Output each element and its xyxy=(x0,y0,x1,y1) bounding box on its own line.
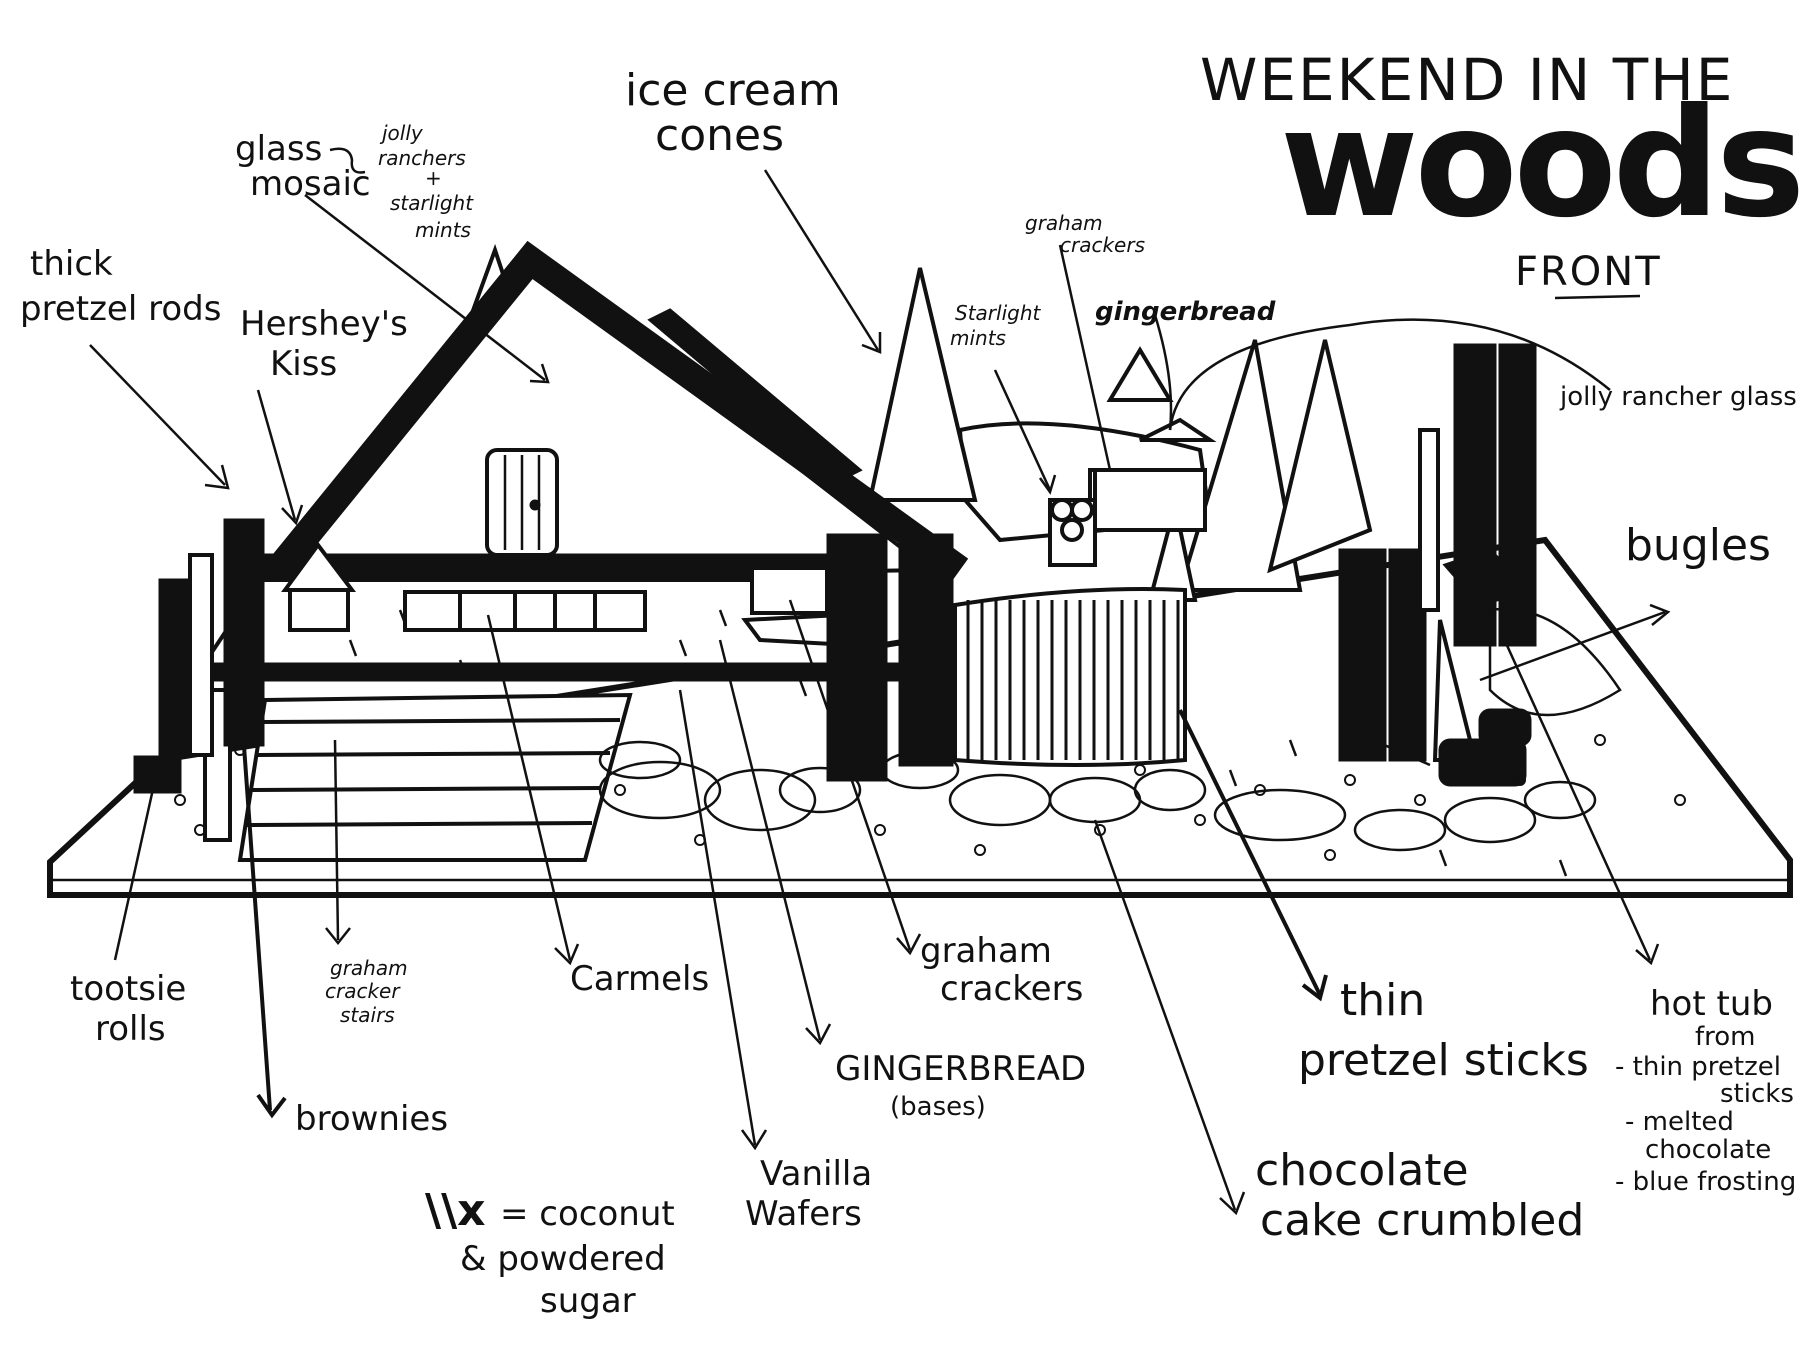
label-jolly-ranchers-4: mints xyxy=(415,218,471,242)
label-carmels: Carmels xyxy=(570,959,709,999)
caramel-1 xyxy=(405,592,460,630)
label-gingerbread-top: gingerbread xyxy=(1095,297,1276,327)
label-jolly-ranchers-2: ranchers xyxy=(378,146,466,170)
label-hot-tub-6: chocolate xyxy=(1645,1135,1771,1165)
arrow-hersheys xyxy=(258,390,295,520)
cone-tree-right-b xyxy=(1270,340,1370,570)
pretzel-rod-1 xyxy=(160,580,188,755)
label-thin-pretzel-2: pretzel sticks xyxy=(1298,1035,1589,1086)
label-gingerbread-bases-1: GINGERBREAD xyxy=(835,1049,1086,1089)
back-tree-small xyxy=(1110,350,1170,400)
mint-1 xyxy=(1052,500,1072,520)
label-bugles: bugles xyxy=(1625,520,1771,571)
back-roof-small xyxy=(1140,420,1210,440)
hot-tub-block-1 xyxy=(1440,740,1525,785)
label-brownies: brownies xyxy=(295,1099,448,1139)
label-hot-tub-2: from xyxy=(1695,1022,1756,1052)
label-thick-pretzel-1: thick xyxy=(30,244,113,284)
label-graham-bottom-1: graham xyxy=(920,931,1052,971)
label-graham-stairs-3: stairs xyxy=(340,1003,395,1027)
label-chocolate-cake-1: chocolate xyxy=(1255,1145,1469,1196)
label-thin-pretzel-1: thin xyxy=(1340,975,1425,1026)
door-knob xyxy=(531,501,539,509)
label-hersheys-1: Hershey's xyxy=(240,304,408,344)
hot-tub-block-2 xyxy=(1480,710,1530,745)
label-chocolate-cake-2: cake crumbled xyxy=(1260,1195,1584,1246)
legend-text-3: sugar xyxy=(540,1281,636,1321)
label-jolly-rancher-glass: jolly rancher glass xyxy=(1559,382,1797,412)
label-graham-stairs-2: cracker xyxy=(325,979,401,1003)
label-graham-top-2: crackers xyxy=(1060,233,1145,257)
legend-text-1: = coconut xyxy=(500,1194,675,1234)
label-jolly-ranchers-plus: + xyxy=(425,166,442,190)
tall-rod-3 xyxy=(1420,430,1438,610)
caramel-5 xyxy=(595,592,645,630)
title-block: WEEKEND IN THE woods FRONT xyxy=(1200,46,1800,298)
label-jolly-ranchers-1: jolly xyxy=(379,121,424,145)
label-jolly-ranchers-3: starlight xyxy=(390,191,474,215)
mint-3 xyxy=(1062,520,1082,540)
porch-rail xyxy=(200,664,900,680)
legend-symbol: \\x xyxy=(425,1185,486,1236)
stair-step-3 xyxy=(252,788,600,790)
label-hot-tub-7: - blue frosting xyxy=(1615,1167,1796,1197)
caramel-2 xyxy=(460,592,515,630)
label-thick-pretzel-2: pretzel rods xyxy=(20,289,221,329)
label-starlight-2: mints xyxy=(950,326,1006,350)
label-ice-cream-2: cones xyxy=(655,110,784,161)
label-vanilla-2: Wafers xyxy=(745,1194,862,1234)
mint-2 xyxy=(1072,500,1092,520)
stair-step-1 xyxy=(262,720,620,722)
stair-step-2 xyxy=(258,753,610,755)
center-rod-1 xyxy=(828,535,886,780)
label-vanilla-1: Vanilla xyxy=(760,1154,872,1194)
label-graham-top-1: graham xyxy=(1025,211,1103,235)
center-rod-2 xyxy=(900,535,952,765)
tall-rod-2 xyxy=(1500,345,1535,645)
label-graham-stairs-1: graham xyxy=(330,956,408,980)
label-hot-tub-5: - melted xyxy=(1625,1107,1734,1137)
pretzel-rod-3 xyxy=(225,520,263,745)
label-starlight-1: Starlight xyxy=(955,301,1042,325)
label-graham-bottom-2: crackers xyxy=(940,969,1083,1009)
caramel-3 xyxy=(515,592,555,630)
label-hersheys-2: Kiss xyxy=(270,344,337,384)
arrow-thick-pretzel xyxy=(90,345,225,485)
label-hot-tub-1: hot tub xyxy=(1650,984,1773,1024)
label-gingerbread-bases-2: (bases) xyxy=(890,1092,986,1122)
tootsie-roll xyxy=(135,757,180,792)
legend-text-2: & powdered xyxy=(460,1239,666,1279)
title-line2: woods xyxy=(1280,77,1800,251)
graham-wall-piece xyxy=(1095,470,1205,530)
arrow-ice-cream xyxy=(765,170,878,350)
caramel-4 xyxy=(555,592,595,630)
stair-step-4 xyxy=(246,823,592,825)
pretzel-rod-2 xyxy=(190,555,212,755)
label-tootsie-1: tootsie xyxy=(70,969,186,1009)
arrow-gingerbread-top xyxy=(1155,315,1171,430)
label-hot-tub-4: sticks xyxy=(1720,1079,1794,1109)
subtitle-front: FRONT xyxy=(1515,249,1662,295)
graham-bench-back xyxy=(752,568,827,613)
label-ice-cream-1: ice cream xyxy=(625,65,841,116)
hersheys-kiss-box xyxy=(290,590,348,630)
label-hot-tub-3: - thin pretzel xyxy=(1615,1052,1781,1082)
right-rod-1 xyxy=(1340,550,1385,760)
label-glass-mosaic-1: glass xyxy=(235,129,322,169)
label-tootsie-2: rolls xyxy=(95,1009,166,1049)
subtitle-underline xyxy=(1555,296,1640,298)
